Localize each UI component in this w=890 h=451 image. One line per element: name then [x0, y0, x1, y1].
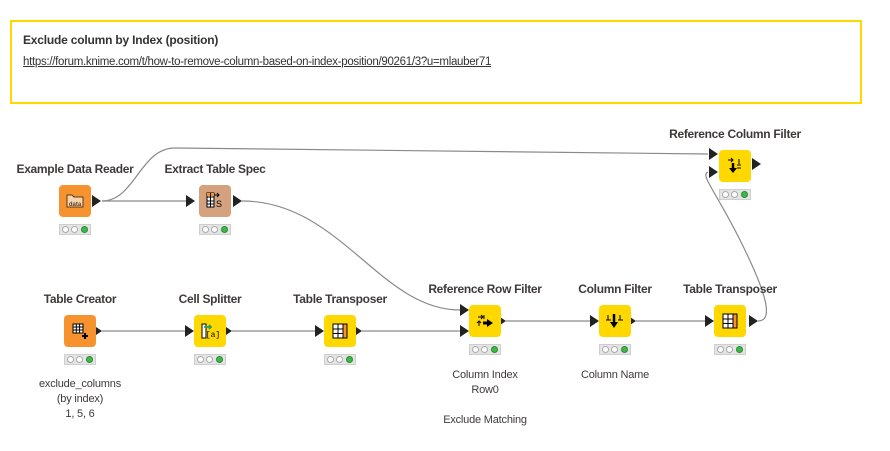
input-port-column-filter[interactable]: [590, 315, 599, 327]
status-light-green: [740, 191, 748, 198]
data-folder-icon: data: [66, 194, 84, 208]
node-example-data-reader[interactable]: data: [59, 185, 91, 217]
status-light-green: [345, 356, 353, 363]
status-light-yellow: [211, 226, 219, 233]
connection-transposer2-to-ref-col-filter[interactable]: [705, 171, 768, 322]
node-reference-column-filter[interactable]: [719, 150, 751, 182]
status-light-red: [722, 191, 730, 198]
node-label-column-filter: Column Filter: [578, 282, 652, 296]
output-port-transposer2[interactable]: [749, 315, 758, 327]
status-light-red: [717, 346, 725, 353]
input-port-splitter[interactable]: [185, 325, 194, 337]
comment-line: 1, 5, 6: [65, 408, 95, 420]
status-light-red: [197, 356, 205, 363]
node-comment-column-filter: Column Name: [581, 368, 649, 383]
node-label-reference-column-filter: Reference Column Filter: [669, 127, 801, 141]
input-port-ref-row-filter-2[interactable]: [460, 325, 469, 337]
svg-text:[a]: [a]: [206, 331, 220, 340]
status-light-yellow: [731, 191, 739, 198]
status-light-green: [215, 356, 223, 363]
node-table-transposer-2[interactable]: [714, 305, 746, 337]
cell-splitter-icon: [a]: [201, 323, 220, 340]
node-cell-splitter[interactable]: [a]: [194, 315, 226, 347]
comment-line: Row0: [471, 384, 499, 396]
comment-line: exclude_columns: [39, 378, 121, 390]
svg-text:S: S: [216, 199, 222, 209]
reference-column-filter-icon: [728, 157, 741, 173]
node-label-example-data-reader: Example Data Reader: [16, 162, 134, 176]
status-light-yellow: [726, 346, 734, 353]
input-port-ref-col-filter-1[interactable]: [709, 148, 718, 160]
node-status-reference-row-filter: [469, 344, 501, 355]
comment-line: [443, 398, 527, 413]
node-status-table-creator: [64, 354, 96, 365]
output-port-spec[interactable]: [233, 195, 242, 207]
node-status-table-transposer-1: [324, 354, 356, 365]
status-light-yellow: [611, 346, 619, 353]
node-label-table-transposer-1: Table Transposer: [293, 292, 387, 306]
node-reference-row-filter[interactable]: [469, 305, 501, 337]
data-icon-text: data: [69, 202, 82, 208]
node-status-extract-table-spec: [199, 224, 231, 235]
status-light-green: [85, 356, 93, 363]
node-comment-reference-row-filter: Column Index Row0 Exclude Matching: [443, 368, 527, 428]
connection-reader-to-ref-col-filter[interactable]: [101, 147, 709, 202]
comment-line: Exclude Matching: [443, 414, 527, 426]
table-spec-icon: S: [206, 192, 222, 209]
input-port-ref-row-filter-1[interactable]: [460, 304, 469, 316]
status-light-yellow: [76, 356, 84, 363]
comment-line: Column Name: [580, 369, 650, 381]
node-comment-table-creator: exclude_columns (by index) 1, 5, 6: [39, 377, 121, 422]
node-status-column-filter: [599, 344, 631, 355]
input-port-transposer2[interactable]: [705, 315, 714, 327]
reference-row-filter-icon: [476, 314, 493, 327]
input-port-spec[interactable]: [186, 195, 195, 207]
node-table-transposer-1[interactable]: [324, 315, 356, 347]
comment-line: Column Index: [452, 369, 518, 381]
output-port-ref-col-filter[interactable]: [752, 158, 761, 170]
status-light-yellow: [481, 346, 489, 353]
table-create-icon: [72, 323, 88, 339]
status-light-green: [80, 226, 88, 233]
column-filter-icon: [606, 314, 623, 328]
node-label-table-creator: Table Creator: [43, 292, 117, 306]
node-column-filter[interactable]: [599, 305, 631, 337]
node-status-reference-column-filter: [719, 189, 751, 200]
node-label-reference-row-filter: Reference Row Filter: [428, 282, 542, 296]
node-table-creator[interactable]: [64, 315, 96, 347]
node-extract-table-spec[interactable]: S: [199, 185, 231, 217]
status-light-red: [67, 356, 75, 363]
comment-line: (by index): [56, 393, 104, 405]
workflow-annotation[interactable]: Exclude column by Index (position) https…: [10, 20, 862, 104]
node-status-cell-splitter: [194, 354, 226, 365]
status-light-yellow: [71, 226, 79, 233]
annotation-title: Exclude column by Index (position): [23, 33, 219, 47]
table-transpose-icon: [722, 313, 738, 329]
status-light-green: [735, 346, 743, 353]
node-label-cell-splitter: Cell Splitter: [178, 292, 242, 306]
status-light-red: [602, 346, 610, 353]
status-light-red: [62, 226, 70, 233]
status-light-red: [327, 356, 335, 363]
connection-spec-to-ref-row-filter[interactable]: [241, 200, 461, 311]
annotation-link[interactable]: https://forum.knime.com/t/how-to-remove-…: [23, 56, 492, 68]
node-status-table-transposer-2: [714, 344, 746, 355]
status-light-green: [490, 346, 498, 353]
node-label-extract-table-spec: Extract Table Spec: [164, 162, 266, 176]
input-port-transposer[interactable]: [315, 325, 324, 337]
input-port-ref-col-filter-2[interactable]: [709, 166, 718, 178]
status-light-yellow: [336, 356, 344, 363]
status-light-red: [202, 226, 210, 233]
status-light-green: [620, 346, 628, 353]
table-transpose-icon: [332, 323, 348, 339]
output-port-reader[interactable]: [92, 195, 101, 207]
status-light-yellow: [206, 356, 214, 363]
status-light-green: [220, 226, 228, 233]
node-status-example-data-reader: [59, 224, 91, 235]
node-label-table-transposer-2: Table Transposer: [683, 282, 777, 296]
status-light-red: [472, 346, 480, 353]
